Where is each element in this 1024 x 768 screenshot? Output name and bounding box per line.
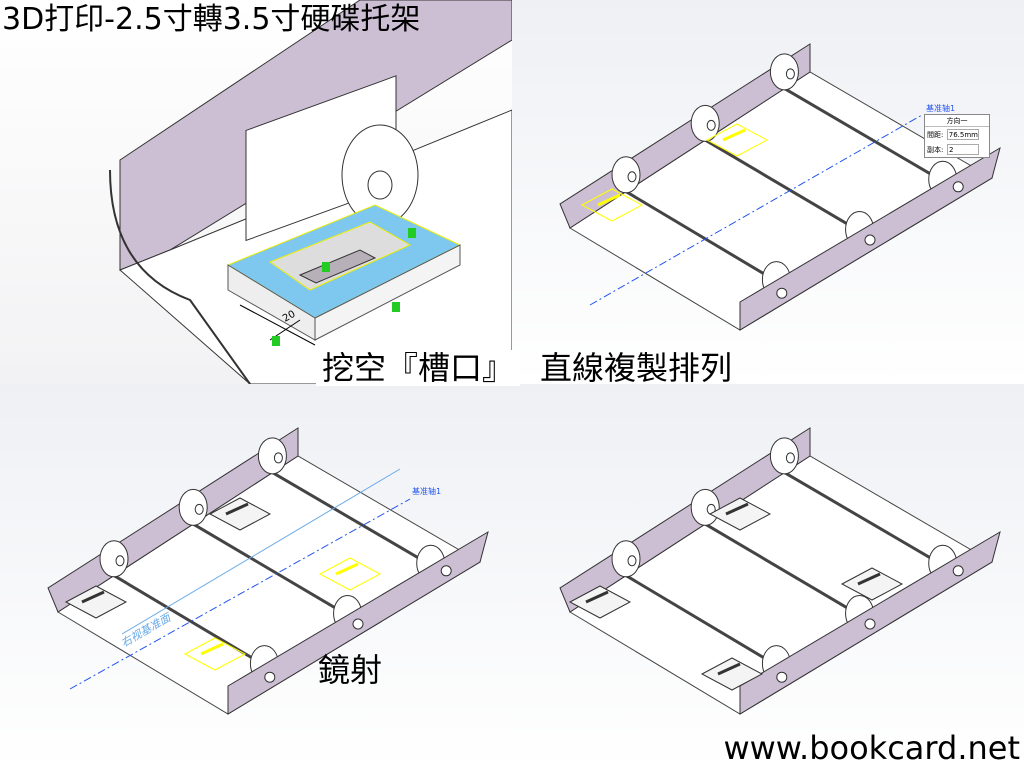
axis-line bbox=[69, 498, 411, 690]
tray-detail bbox=[725, 502, 749, 516]
mirror-view bbox=[0, 384, 512, 768]
slot-cut-model: 20 bbox=[109, 0, 512, 384]
screw-hole bbox=[776, 287, 788, 299]
mirror-axis-label: 基准轴1 bbox=[412, 487, 442, 496]
screw-hole bbox=[264, 671, 276, 683]
tray-detail bbox=[208, 497, 272, 531]
standoff bbox=[769, 53, 799, 91]
screw-hole bbox=[864, 618, 876, 630]
slot-boss bbox=[568, 585, 632, 619]
tray-detail bbox=[580, 188, 644, 222]
screw-hole bbox=[776, 671, 788, 683]
tray-detail bbox=[705, 123, 769, 157]
standoff bbox=[690, 104, 720, 142]
cross-rod bbox=[775, 466, 958, 575]
tray-detail bbox=[706, 119, 716, 131]
slot-boss bbox=[708, 497, 772, 531]
tray-detail bbox=[717, 662, 741, 676]
slot-boss bbox=[705, 123, 769, 157]
tray-detail bbox=[785, 68, 795, 80]
tray-detail bbox=[857, 572, 881, 586]
screw-hole bbox=[864, 234, 876, 246]
tray-detail bbox=[597, 193, 621, 207]
direction-header: 方向一 bbox=[925, 115, 989, 127]
mirror-plane bbox=[121, 468, 401, 635]
final-view bbox=[512, 384, 1024, 768]
tray-detail bbox=[115, 555, 125, 567]
slot-boss bbox=[64, 585, 128, 619]
tray-detail bbox=[273, 452, 283, 464]
tray-detail bbox=[785, 452, 795, 464]
tray-detail bbox=[200, 642, 224, 656]
slot-boss bbox=[208, 497, 272, 531]
step-label-pattern: 直線複製排列 bbox=[540, 349, 733, 387]
step-label-mirror: 鏡射 bbox=[318, 651, 383, 689]
standoff bbox=[611, 540, 641, 578]
tray-detail bbox=[568, 585, 632, 619]
cross-rod bbox=[263, 466, 446, 575]
standoff bbox=[611, 156, 641, 194]
tray-detail bbox=[81, 590, 105, 604]
tray-detail bbox=[700, 657, 764, 691]
tray-detail bbox=[627, 171, 637, 183]
page-title: 3D打印-2.5寸轉3.5寸硬碟托架 bbox=[2, 2, 421, 37]
tray-detail bbox=[335, 562, 359, 576]
standoff bbox=[178, 488, 208, 526]
copies-input[interactable]: 2 bbox=[947, 144, 979, 155]
tray-detail bbox=[585, 590, 609, 604]
spacing-input[interactable]: 76.5mm bbox=[946, 129, 979, 140]
step-label-cut: 挖空『槽口』 bbox=[316, 350, 521, 386]
copies-label: 副本: bbox=[927, 145, 944, 154]
slot-boss bbox=[840, 567, 904, 601]
tray-detail bbox=[183, 637, 247, 671]
slot-boss bbox=[580, 188, 644, 222]
tray-detail bbox=[627, 555, 637, 567]
standoff bbox=[769, 437, 799, 475]
spacing-label: 間距: bbox=[927, 130, 944, 139]
cross-rod bbox=[617, 569, 792, 675]
cross-rod bbox=[696, 518, 875, 625]
standoff bbox=[690, 488, 720, 526]
tray-detail bbox=[194, 503, 204, 515]
tray-detail bbox=[64, 585, 128, 619]
cross-rod bbox=[105, 569, 280, 675]
pattern-view bbox=[512, 0, 1024, 384]
standoff bbox=[257, 437, 287, 475]
screw-hole bbox=[352, 618, 364, 630]
tray-detail bbox=[722, 128, 746, 142]
standoff bbox=[99, 540, 129, 578]
slot-boss bbox=[700, 657, 764, 691]
website-url: www.bookcard.net bbox=[723, 729, 1020, 767]
screw-hole bbox=[952, 181, 964, 193]
cross-rod bbox=[184, 518, 363, 625]
cross-rod bbox=[775, 82, 958, 191]
linear-pattern-dialog[interactable]: 方向一 間距:76.5mm 副本:2 bbox=[924, 114, 990, 158]
cross-rod bbox=[617, 185, 792, 291]
detail-view: 20 bbox=[0, 0, 512, 384]
slot-boss bbox=[183, 637, 247, 671]
cross-rod bbox=[696, 134, 875, 241]
screw-hole bbox=[952, 565, 964, 577]
axis-label: 基准轴1 bbox=[926, 104, 956, 113]
tray-detail bbox=[225, 502, 249, 516]
tray-detail bbox=[840, 567, 904, 601]
screw-hole bbox=[440, 565, 452, 577]
slot-boss bbox=[318, 557, 382, 591]
tray-detail bbox=[708, 497, 772, 531]
tray-detail bbox=[318, 557, 382, 591]
